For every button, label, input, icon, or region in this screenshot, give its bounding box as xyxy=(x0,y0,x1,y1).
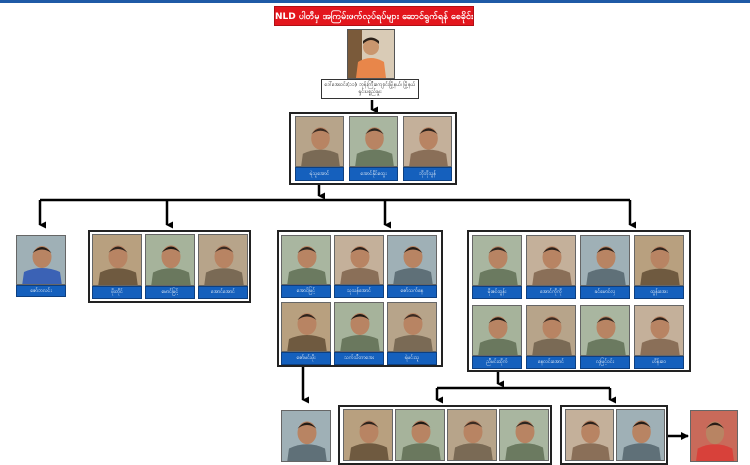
person-photo xyxy=(349,116,398,167)
person-photo xyxy=(92,234,142,286)
person-photo xyxy=(526,235,576,286)
person-bottom-1-1 xyxy=(343,409,393,461)
person-name-label: လှမြင့်ဝင်း xyxy=(580,356,630,369)
person-photo xyxy=(16,235,66,285)
person-photo xyxy=(447,409,497,461)
person-top-1: ရဲသူအောင် xyxy=(295,116,344,181)
person-name-label: မောင်မြင့် xyxy=(145,286,195,299)
person-bottom-solo-1 xyxy=(281,410,331,462)
person-bottom-1-2 xyxy=(395,409,445,461)
person-bottom-2-1 xyxy=(565,409,614,461)
person-name-label: မိုးဇင်ထွန်း xyxy=(472,286,522,299)
person-photo xyxy=(403,116,452,167)
person-top-2: အောင်နိုင်ထွေး xyxy=(349,116,398,181)
person-name-label: သက်သီတာအေး xyxy=(334,352,384,365)
person-b-2: သုသန်အောင် xyxy=(334,235,384,298)
person-c-2: အောင်ကိုကို xyxy=(526,235,576,299)
leader-photo xyxy=(347,29,395,79)
person-photo xyxy=(281,410,331,462)
person-name-label: နေလင်းအောင် xyxy=(526,356,576,369)
person-c-7: လှမြင့်ဝင်း xyxy=(580,305,630,369)
person-photo xyxy=(526,305,576,356)
person-c-4: ထွန်းအေး xyxy=(634,235,684,299)
person-photo xyxy=(580,235,630,286)
person-photo xyxy=(281,235,331,285)
person-bottom-2-2 xyxy=(616,409,665,461)
person-photo xyxy=(387,235,437,285)
person-name-label: အောင်အောင် xyxy=(198,286,248,299)
person-name-label: ဇော်ဘလင်း xyxy=(16,285,66,297)
person-photo xyxy=(616,409,665,461)
person-b-4: ဇော်မင်းဖိုး xyxy=(281,302,331,365)
person-photo xyxy=(395,409,445,461)
person-photo xyxy=(334,235,384,285)
person-top-3: ဘိုဘိုသွန် xyxy=(403,116,452,181)
person-name-label: အောင်မြင့် xyxy=(281,285,331,298)
person-photo xyxy=(198,234,248,286)
diagram-title: NLD ပါတီမှ အကြမ်းဖက်လုပ်ရပ်များ ဆောင်ရွက… xyxy=(274,6,474,26)
person-b-3: ဇော်သက်နေ xyxy=(387,235,437,298)
person-c-5: ညီမင်းထိုက် xyxy=(472,305,522,369)
person-a-2: မောင်မြင့် xyxy=(145,234,195,299)
person-photo xyxy=(499,409,549,461)
person-name-label: ဘိုဘိုသွန် xyxy=(403,167,452,181)
person-photo xyxy=(387,302,437,352)
person-c-6: နေလင်းအောင် xyxy=(526,305,576,369)
person-name-label: အောင်နိုင်ထွေး xyxy=(349,167,398,181)
person-c-8: ဟိန်းဝေ xyxy=(634,305,684,369)
person-photo xyxy=(580,305,630,356)
person-photo xyxy=(634,235,684,286)
person-photo xyxy=(472,305,522,356)
person-b-1: အောင်မြင့် xyxy=(281,235,331,298)
person-photo xyxy=(565,409,614,461)
person-a-1: ဖိုးတိုင် xyxy=(92,234,142,299)
leader-caption: ဒေါ်အေးဝင်း(၁၁)၊ ဘုန်းကြီးကျောင်းမြို့နယ… xyxy=(321,79,419,99)
person-name-label: ထွန်းအေး xyxy=(634,286,684,299)
person-photo xyxy=(145,234,195,286)
person-bottom-1-3 xyxy=(447,409,497,461)
top-accent-bar xyxy=(0,0,750,3)
person-bottom-1-4 xyxy=(499,409,549,461)
person-name-label: ဇော်မင်းဖိုး xyxy=(281,352,331,365)
person-photo xyxy=(334,302,384,352)
person-name-label: ရဲမင်းသူ xyxy=(387,352,437,365)
person-name-label: ခင်မောင်လှ xyxy=(580,286,630,299)
person-photo xyxy=(281,302,331,352)
person-b-5: သက်သီတာအေး xyxy=(334,302,384,365)
person-photo xyxy=(295,116,344,167)
person-name-label: သုသန်အောင် xyxy=(334,285,384,298)
person-name-label: ဖိုးတိုင် xyxy=(92,286,142,299)
person-photo xyxy=(634,305,684,356)
person-bottom-end-1 xyxy=(690,410,738,462)
person-name-label: ရဲသူအောင် xyxy=(295,167,344,181)
person-a-3: အောင်အောင် xyxy=(198,234,248,299)
person-photo xyxy=(690,410,738,462)
person-name-label: ညီမင်းထိုက် xyxy=(472,356,522,369)
person-name-label: ဟိန်းဝေ xyxy=(634,356,684,369)
person-c-3: ခင်မောင်လှ xyxy=(580,235,630,299)
person-photo xyxy=(343,409,393,461)
person-c-1: မိုးဇင်ထွန်း xyxy=(472,235,522,299)
person-name-label: ဇော်သက်နေ xyxy=(387,285,437,298)
person-photo xyxy=(472,235,522,286)
person-name-label: အောင်ကိုကို xyxy=(526,286,576,299)
person-b-6: ရဲမင်းသူ xyxy=(387,302,437,365)
person-solo-1: ဇော်ဘလင်း xyxy=(16,235,66,297)
